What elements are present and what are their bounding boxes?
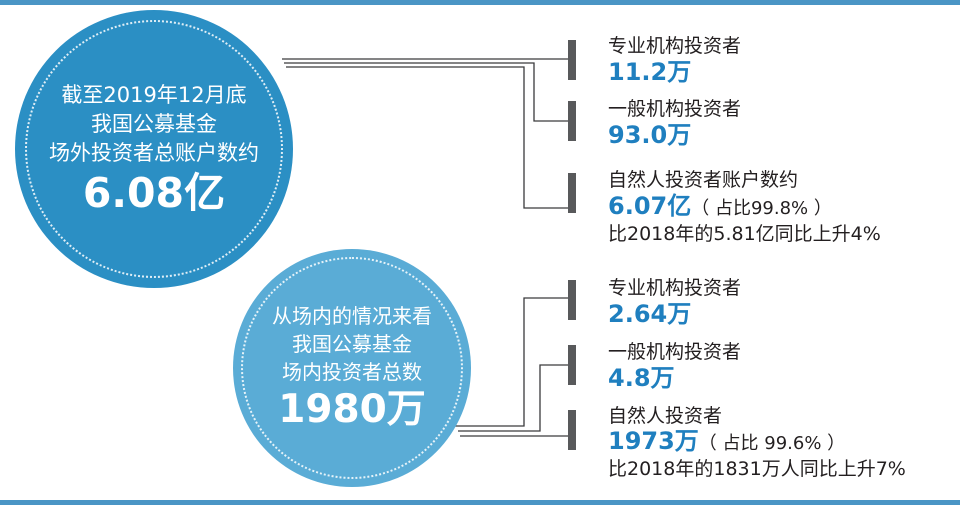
inside-line-1: 从场内的情况来看 (272, 304, 432, 328)
marker-outside-3 (568, 173, 576, 213)
inside-item-3-value: 1973万 (608, 427, 699, 455)
inside-item-1-label: 专业机构投资者 (608, 277, 742, 299)
inside-line-3: 场内投资者总数 (282, 360, 422, 384)
bottom-frame-bar (0, 500, 960, 505)
connector-outside-3 (286, 66, 568, 209)
dotted-ring (25, 20, 283, 278)
outside-item-1-value: 11.2万 (608, 58, 692, 86)
inside-item-2-label: 一般机构投资者 (608, 341, 742, 363)
inside-line-2: 我国公募基金 (292, 332, 412, 356)
outside-item-2-label: 一般机构投资者 (608, 98, 742, 120)
dotted-ring (241, 257, 463, 479)
outside-item-3-extra: 比2018年的5.81亿同比上升4% (608, 223, 881, 245)
outside-item-3-value: 6.07亿 (608, 192, 692, 220)
connector-inside-1 (455, 297, 568, 427)
outside-item-2-value: 93.0万 (608, 121, 692, 149)
inside-item-3-extra: 比2018年的1831万人同比上升7% (608, 458, 906, 480)
marker-outside-1 (568, 40, 576, 80)
inside-summary-circle: 从场内的情况来看 我国公募基金 场内投资者总数 1980万 (233, 249, 471, 487)
outside-line-2: 我国公募基金 (91, 111, 217, 136)
marker-inside-2 (568, 345, 576, 385)
marker-outside-2 (568, 101, 576, 141)
marker-inside-3 (568, 410, 576, 450)
inside-item-1-value: 2.64万 (608, 300, 692, 328)
top-frame-bar (0, 0, 960, 5)
marker-inside-1 (568, 280, 576, 320)
outside-line-3: 场外投资者总账户数约 (49, 140, 259, 165)
outside-item-3-note: （ 占比99.8% ） (691, 198, 832, 219)
outside-summary-circle: 截至2019年12月底 我国公募基金 场外投资者总账户数约 6.08亿 (15, 10, 293, 288)
inside-total: 1980万 (278, 387, 426, 432)
outside-item-3-label: 自然人投资者账户数约 (608, 169, 799, 191)
outside-item-1-label: 专业机构投资者 (608, 35, 742, 57)
inside-item-2-value: 4.8万 (608, 364, 675, 392)
outside-line-1: 截至2019年12月底 (61, 82, 247, 107)
connector-outside-2 (284, 62, 568, 122)
inside-item-3-label: 自然人投资者 (608, 405, 723, 427)
outside-total: 6.08亿 (82, 168, 226, 217)
outside-item-3-value-row: 6.07亿（ 占比99.8% ） (608, 192, 832, 223)
inside-item-3-note: （ 占比 99.6% ） (698, 433, 846, 454)
inside-item-3-value-row: 1973万（ 占比 99.6% ） (608, 427, 845, 458)
connector-inside-2 (458, 364, 568, 432)
